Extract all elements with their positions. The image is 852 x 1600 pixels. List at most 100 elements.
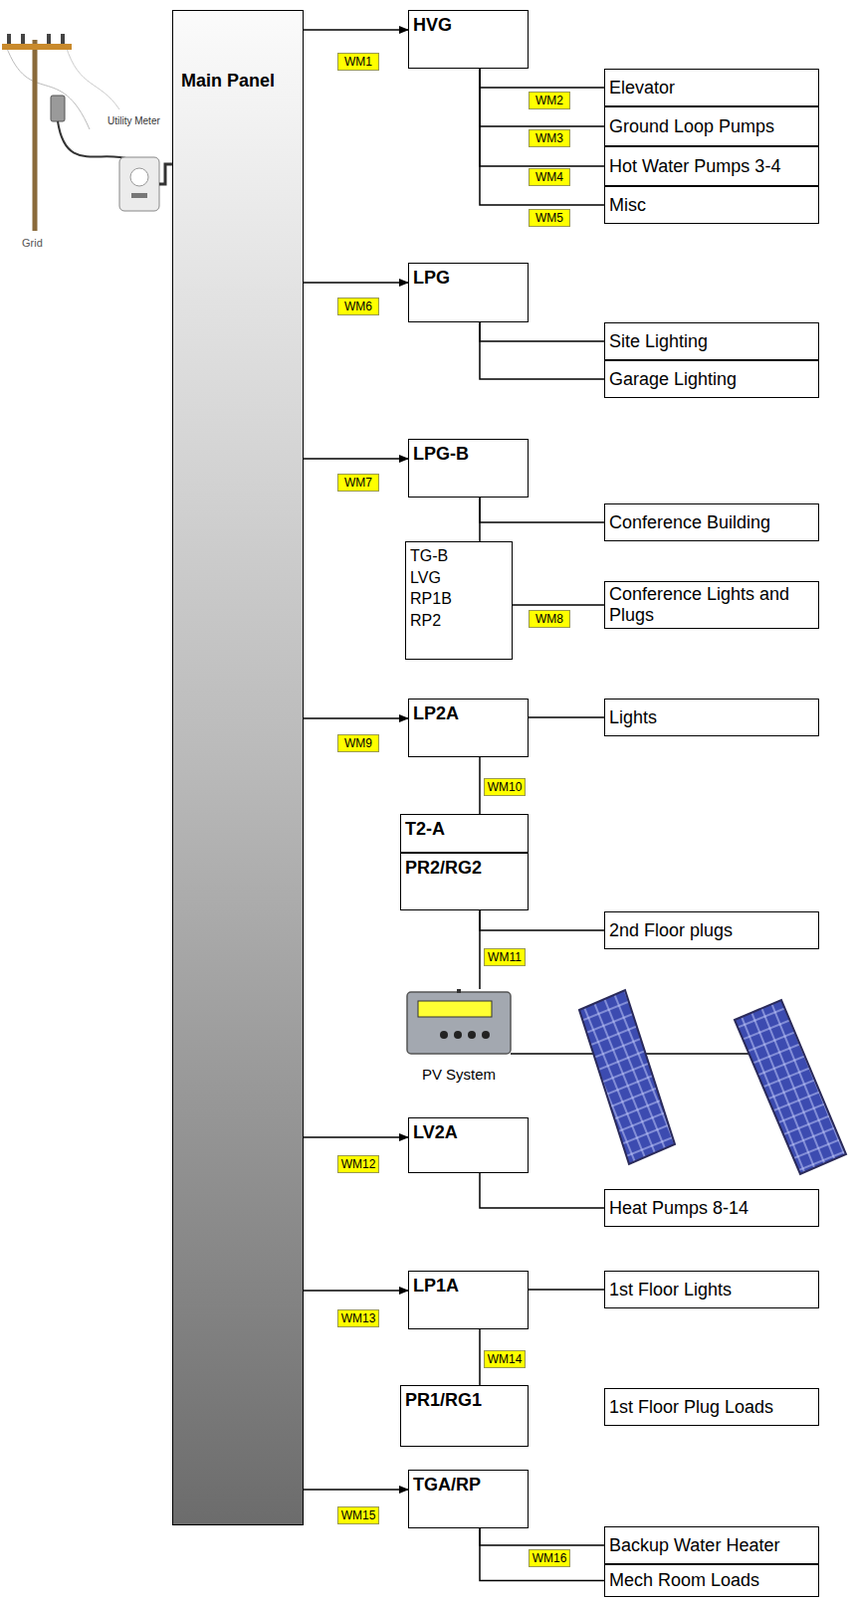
panel-box: PR2/RG2 xyxy=(400,852,529,911)
feeder-line xyxy=(303,717,409,720)
load-name: Garage Lighting xyxy=(609,369,737,391)
feeder-line xyxy=(479,68,605,88)
load-box: Lights xyxy=(604,698,820,737)
panel-box: LV2A xyxy=(408,1117,529,1174)
load-name: Conference Lights and Plugs xyxy=(609,584,815,626)
panel-name: LP1A xyxy=(413,1276,524,1298)
panel-box: TGA/RP xyxy=(408,1470,529,1529)
load-name: Site Lighting xyxy=(609,331,708,353)
load-name: 1st Floor Plug Loads xyxy=(609,1397,774,1419)
feeder-line xyxy=(479,68,605,127)
inverter-icon xyxy=(406,989,512,1057)
panel-name: PR2/RG2 xyxy=(405,857,524,880)
watt-meter-tag: WM5 xyxy=(528,209,571,227)
subpanel-list-box: TG-B LVG RP1B RP2 xyxy=(405,541,513,660)
panel-box: LP2A xyxy=(408,698,529,758)
utility-meter-label: Utility Meter xyxy=(107,115,161,127)
watt-meter-tag: WM16 xyxy=(528,1549,571,1568)
load-box: Garage Lighting xyxy=(604,360,820,399)
watt-meter-tag: WM1 xyxy=(337,52,380,71)
watt-meter-tag: WM6 xyxy=(337,297,380,316)
watt-meter-tag: WM8 xyxy=(528,610,571,629)
panel-box: LP1A xyxy=(408,1271,529,1330)
pv-inverter: PV System xyxy=(400,989,518,1099)
panel-name: Main Panel xyxy=(181,70,297,92)
feeder-line xyxy=(479,68,605,206)
panel-name: TGA/RP xyxy=(413,1475,524,1497)
panel-name: LP2A xyxy=(413,703,524,726)
feeder-line xyxy=(512,604,605,607)
feeder-line xyxy=(479,1173,605,1209)
load-box: Conference Building xyxy=(604,503,820,542)
feeder-line xyxy=(479,910,605,931)
load-name: Ground Loop Pumps xyxy=(609,116,775,138)
panel-name: T2-A xyxy=(405,819,524,842)
feeder-line xyxy=(478,497,481,542)
panel-name: HVG xyxy=(413,14,524,37)
load-box: Heat Pumps 8-14 xyxy=(604,1189,820,1228)
load-name: Lights xyxy=(609,707,657,729)
load-name: Elevator xyxy=(609,77,675,99)
panel-name: LV2A xyxy=(413,1122,524,1145)
watt-meter-tag: WM11 xyxy=(483,948,526,967)
panel-name: TG-B LVG RP1B RP2 xyxy=(410,545,460,632)
utility-pole xyxy=(1,33,130,231)
load-box: Conference Lights and Plugs xyxy=(604,581,820,630)
feeder-line xyxy=(478,910,481,990)
load-name: Heat Pumps 8-14 xyxy=(609,1198,749,1220)
feeder-line xyxy=(479,68,605,167)
panel-name: LPG-B xyxy=(413,443,524,466)
watt-meter-tag: WM9 xyxy=(337,734,380,753)
load-name: Hot Water Pumps 3-4 xyxy=(609,156,781,178)
load-name: Backup Water Heater xyxy=(609,1535,780,1557)
watt-meter-tag: WM2 xyxy=(528,91,571,110)
watt-meter-tag: WM4 xyxy=(528,168,571,187)
panel-box: PR1/RG1 xyxy=(400,1385,529,1448)
panel-name: LPG xyxy=(413,267,524,290)
main-panel: Main Panel xyxy=(172,9,304,1526)
load-box: Elevator xyxy=(604,68,820,107)
load-name: Conference Building xyxy=(609,512,771,534)
load-box: 2nd Floor plugs xyxy=(604,911,820,950)
solar-panels xyxy=(510,990,847,1175)
feeder-line xyxy=(303,1289,409,1292)
panel-box: LPG-B xyxy=(408,438,529,498)
watt-meter-tag: WM14 xyxy=(483,1350,526,1369)
load-name: Misc xyxy=(609,195,646,216)
load-name: 1st Floor Lights xyxy=(609,1279,732,1301)
load-box: Ground Loop Pumps xyxy=(604,106,820,147)
load-box: Backup Water Heater xyxy=(604,1526,820,1565)
feeder-line xyxy=(528,716,605,719)
feeder-line xyxy=(479,1528,605,1582)
watt-meter-tag: WM3 xyxy=(528,129,571,148)
feeder-line xyxy=(479,1528,605,1546)
panel-box: LPG xyxy=(408,262,529,323)
load-box: Misc xyxy=(604,186,820,224)
load-box: Site Lighting xyxy=(604,322,820,361)
watt-meter-tag: WM7 xyxy=(337,473,380,492)
feeder-line xyxy=(303,1136,409,1139)
feeder-line xyxy=(528,1288,605,1291)
watt-meter-tag: WM15 xyxy=(337,1506,380,1525)
feeder-line xyxy=(303,1489,409,1491)
utility-meter xyxy=(119,157,174,212)
panel-name: PV System xyxy=(400,1065,518,1083)
load-name: Mech Room Loads xyxy=(609,1570,760,1592)
load-box: 1st Floor Plug Loads xyxy=(604,1388,820,1427)
watt-meter-tag: WM10 xyxy=(483,778,526,797)
feeder-line xyxy=(478,757,481,815)
feeder-line xyxy=(303,281,409,284)
load-box: Mech Room Loads xyxy=(604,1564,820,1598)
load-name: 2nd Floor plugs xyxy=(609,920,733,942)
panel-box: HVG xyxy=(408,9,529,69)
feeder-line xyxy=(478,1329,481,1386)
feeder-line xyxy=(303,28,409,31)
feeder-line xyxy=(303,457,409,460)
feeder-line xyxy=(479,322,605,380)
feeder-line xyxy=(479,322,605,342)
watt-meter-tag: WM12 xyxy=(337,1155,380,1174)
grid-label: Grid xyxy=(21,236,43,249)
